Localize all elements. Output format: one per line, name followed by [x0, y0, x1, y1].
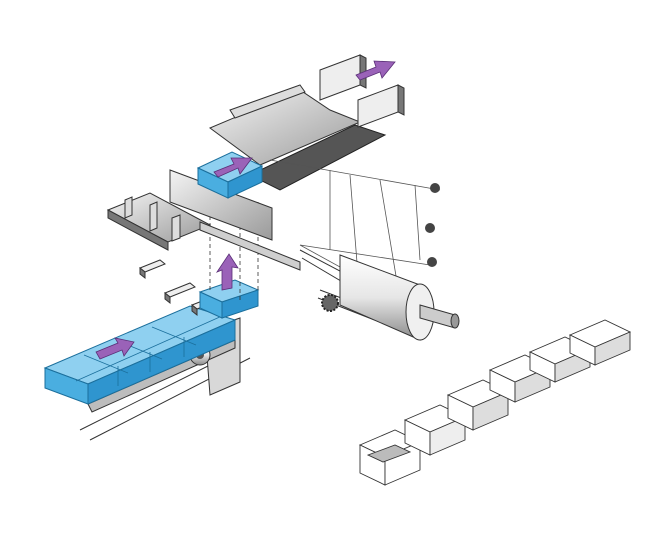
conveyor-boxes: [43, 305, 237, 405]
package-sequence: [358, 319, 632, 486]
arrow-exit-icon: [355, 60, 396, 81]
gear-icon: [321, 294, 339, 312]
arrow-right-icon: [95, 337, 135, 360]
film-roll: [339, 254, 460, 341]
arrow-upper-icon: [213, 157, 253, 178]
package-step-6: [568, 319, 632, 366]
gripper-assembly: [106, 192, 212, 251]
lifted-box: [198, 279, 260, 319]
folding-plate: [169, 169, 273, 241]
arrow-up-icon: [215, 253, 239, 291]
upper-tray: [208, 54, 405, 191]
